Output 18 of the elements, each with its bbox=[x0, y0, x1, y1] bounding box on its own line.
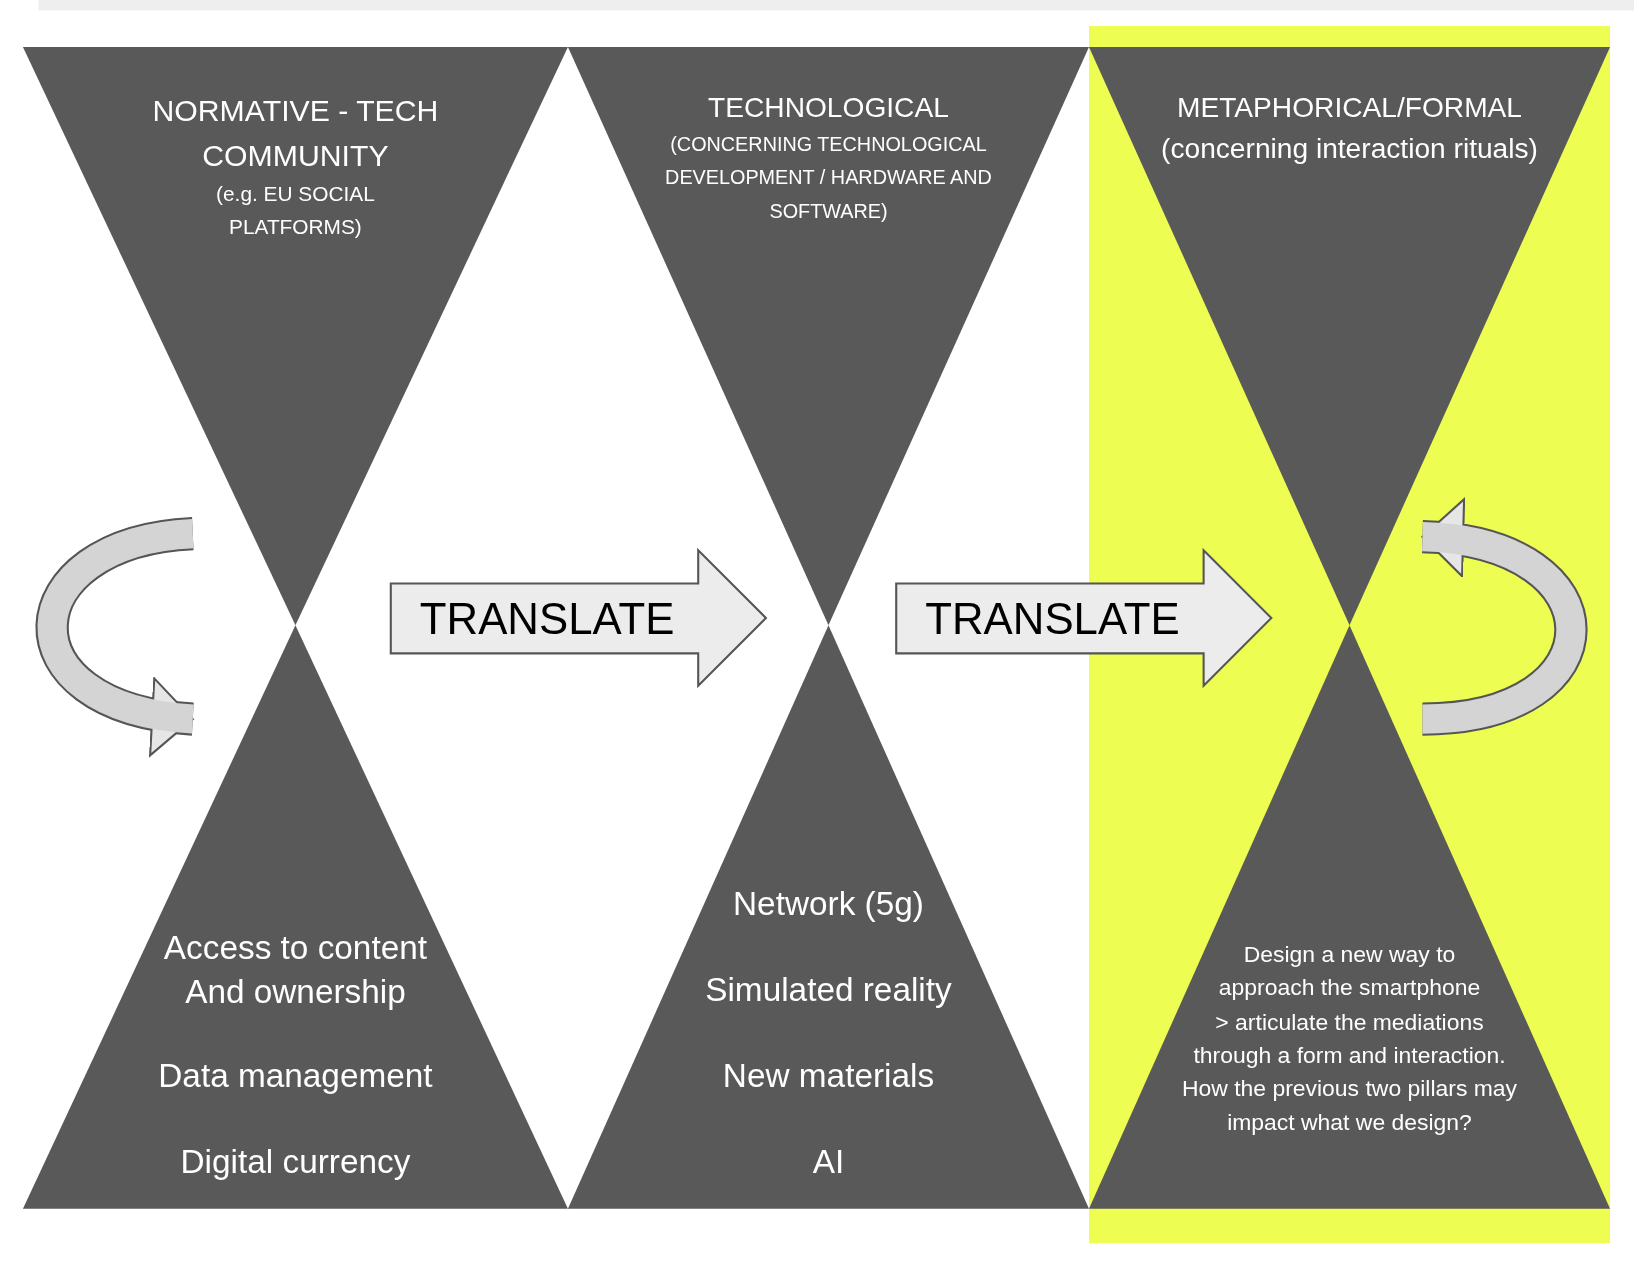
list-item-text: AI bbox=[811, 1142, 846, 1183]
list-item-text: Access to content And ownership bbox=[162, 927, 429, 1012]
list-item-text: Simulated reality bbox=[704, 970, 953, 1011]
block-arrow bbox=[390, 550, 766, 686]
heading-text: TECHNOLOGICAL bbox=[707, 90, 950, 125]
list-item-text: Digital currency bbox=[179, 1142, 412, 1183]
list-item-text: New materials bbox=[721, 1055, 936, 1097]
list-item-text: Data management bbox=[157, 1055, 434, 1097]
subheading-text: (e.g. EU SOCIAL PLATFORMS) bbox=[215, 181, 376, 241]
arrow-label: TRANSLATE bbox=[418, 595, 676, 643]
subheading-text: (concerning interaction rituals) bbox=[1160, 132, 1539, 167]
block-arrow bbox=[896, 550, 1272, 686]
list-item-text: Network (5g) bbox=[732, 883, 925, 925]
description-text: Design a new way to approach the smartphone > articulate the mediations through a form and interaction. How the previous two pillars may impact what we design? bbox=[1180, 940, 1519, 1138]
heading-text: METAPHORICAL/FORMAL bbox=[1176, 90, 1523, 125]
arrow-label: TRANSLATE bbox=[924, 595, 1181, 643]
heading-text: NORMATIVE - TECH COMMUNITY bbox=[151, 92, 440, 174]
subheading-text: (CONCERNING TECHNOLOGICAL DEVELOPMENT / HARDWARE AND SOFTWARE) bbox=[664, 132, 993, 224]
